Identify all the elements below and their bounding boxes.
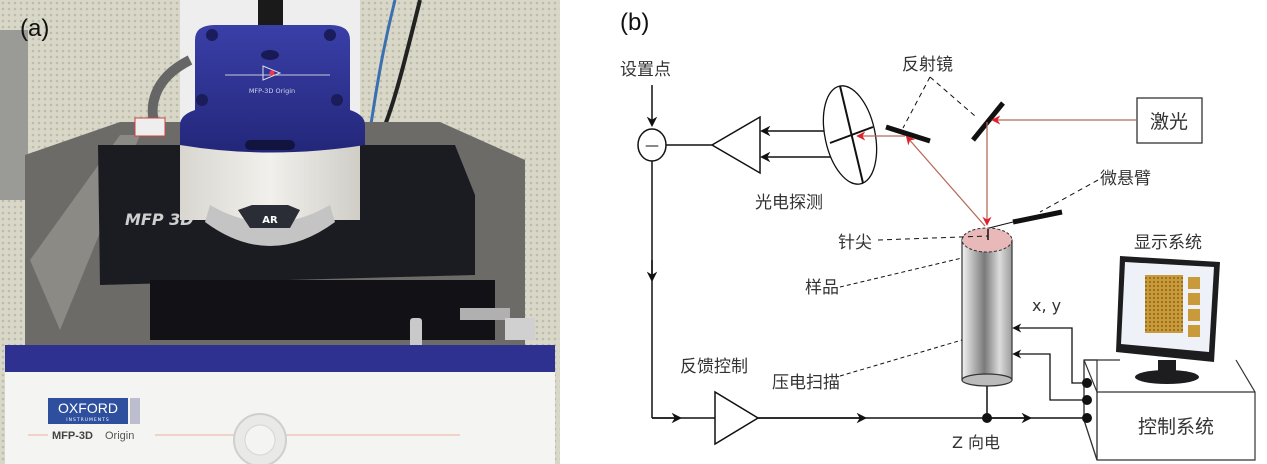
warning-label [134,117,166,137]
mirror-leader-2 [929,76,976,117]
top-connector [258,0,283,25]
xy-label: x, y [1032,296,1061,315]
blue-cable [368,0,397,131]
laser-indicator [269,70,275,76]
port-z [1082,413,1092,423]
control-system-label: 控制系统 [1138,416,1214,438]
tip-leader [877,235,989,241]
feedback-amplifier [714,390,760,446]
setpoint-label: 设置点 [620,60,671,80]
head-model-label: MFP-3D Origin [249,87,295,95]
brand-sub: INSTRUMENTS [66,417,109,423]
sample-leader [839,257,963,288]
base-model-light: Origin [105,430,134,442]
afm-image-preview [1145,275,1183,333]
port-x [1082,378,1092,388]
brand-name: OXFORD [58,400,118,416]
tip-label: 针尖 [838,233,872,253]
panel-b-label: (b) [620,9,649,36]
display-system-label: 显示系统 [1134,233,1202,253]
stage-logo: MFP 3D [125,210,194,229]
spring [460,308,510,320]
mirror-leader-1 [902,76,931,129]
sample [961,227,1013,253]
black-cable [383,0,422,126]
laser-label: 激光 [1150,111,1188,133]
knob [238,205,300,228]
knob-logo: AR [262,215,278,226]
piezo-leader [839,339,963,377]
panel-a-label: (a) [20,15,49,42]
z-direction-label: Z 向电 [952,433,1000,452]
mirror-2 [971,101,1005,142]
junction-dot [982,413,992,423]
oxford-logo [48,398,128,424]
mirror-label: 反射镜 [902,55,953,75]
cantilever [1012,209,1063,225]
piezo-scanner-label: 压电扫描 [772,373,840,393]
base-model-bold: MFP-3D [52,430,93,442]
detector-amplifier [710,115,761,175]
cantilever-leader [1039,179,1099,213]
comparator-symbol: — [645,138,659,154]
head-blue-cap [180,25,365,153]
afm-instrument-photo: MFP 3D AR MFP-3D Origin OXFORD INSTRUMEN… [0,0,560,464]
enclosure-blue-band [5,345,555,375]
x-control-wire [1012,323,1084,384]
left-object [0,30,28,200]
photodetector-label: 光电探测 [755,193,823,213]
photodetector-divider-2 [829,126,874,144]
piezo-scanner [961,239,1013,381]
feedback-control-label: 反馈控制 [680,357,748,377]
port-y [1082,395,1092,405]
monitor-neck [1158,360,1176,372]
monitor-stand [1135,370,1199,384]
y-control-wire [1012,349,1084,401]
cantilever-label: 微悬臂 [1100,169,1151,189]
mirror-1 [885,124,931,144]
control-system-box [1083,359,1256,461]
laser-beam-reflected [905,135,986,227]
sample-label: 样品 [805,278,839,298]
stage-lower [150,280,495,340]
laser-box [1136,97,1203,144]
afm-principle-diagram: (b) 设置点 — 光电探测 反射镜 激光 微悬臂 针尖 样品 压电扫描 x, … [620,9,1256,461]
